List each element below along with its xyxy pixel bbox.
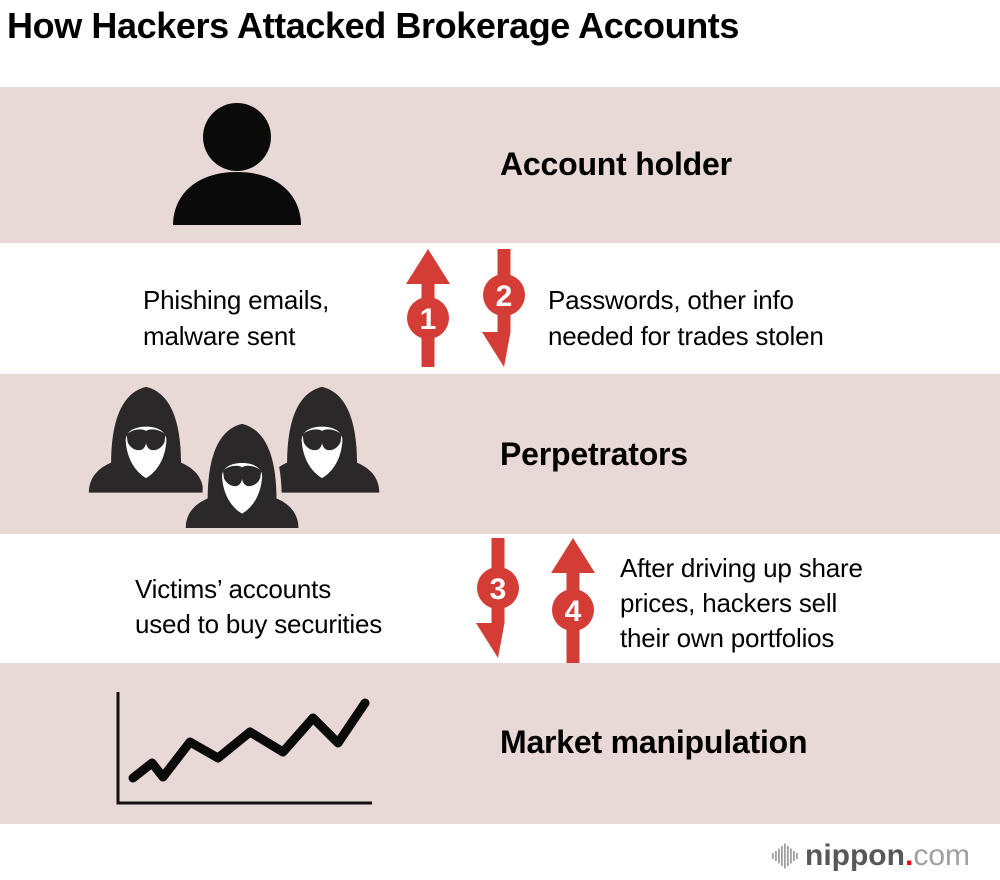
brand-dot: .: [904, 839, 914, 872]
brand-tld: com: [913, 839, 970, 872]
band-market-manipulation: [0, 663, 1000, 824]
arrow-up-icon-step-4: 4: [551, 538, 595, 663]
step-2-badge: 2: [496, 280, 513, 313]
arrow-down-icon-step-3: 3: [476, 538, 519, 658]
rising-stock-chart-icon: [116, 692, 372, 805]
step-1-badge: 1: [420, 303, 437, 336]
band-label-account-holder: Account holder: [500, 146, 732, 182]
band-label-perpetrators: Perpetrators: [500, 436, 688, 472]
brand-name: nippon: [805, 839, 905, 872]
person-silhouette-icon: [173, 103, 301, 225]
step-2-text: Passwords, other info needed for trades …: [548, 285, 824, 351]
arrow-down-icon-step-2: 2: [482, 249, 525, 367]
step-4-text: After driving up share prices, hackers s…: [620, 553, 863, 653]
footer: nippon.com: [772, 841, 970, 871]
hooded-hackers-icon: [88, 386, 380, 534]
step-3-text: Victims’ accounts used to buy securities: [135, 574, 383, 639]
soundwave-icon: [772, 843, 798, 869]
nippon-logo: nippon.com: [805, 841, 970, 871]
band-account-holder: [0, 87, 1000, 243]
page-title: How Hackers Attacked Brokerage Accounts: [7, 5, 739, 46]
arrow-up-icon-step-1: 1: [406, 249, 450, 367]
band-label-market-manipulation: Market manipulation: [500, 724, 808, 760]
step-4-badge: 4: [565, 595, 582, 628]
step-1-text: Phishing emails, malware sent: [143, 285, 330, 351]
step-3-badge: 3: [490, 573, 507, 606]
